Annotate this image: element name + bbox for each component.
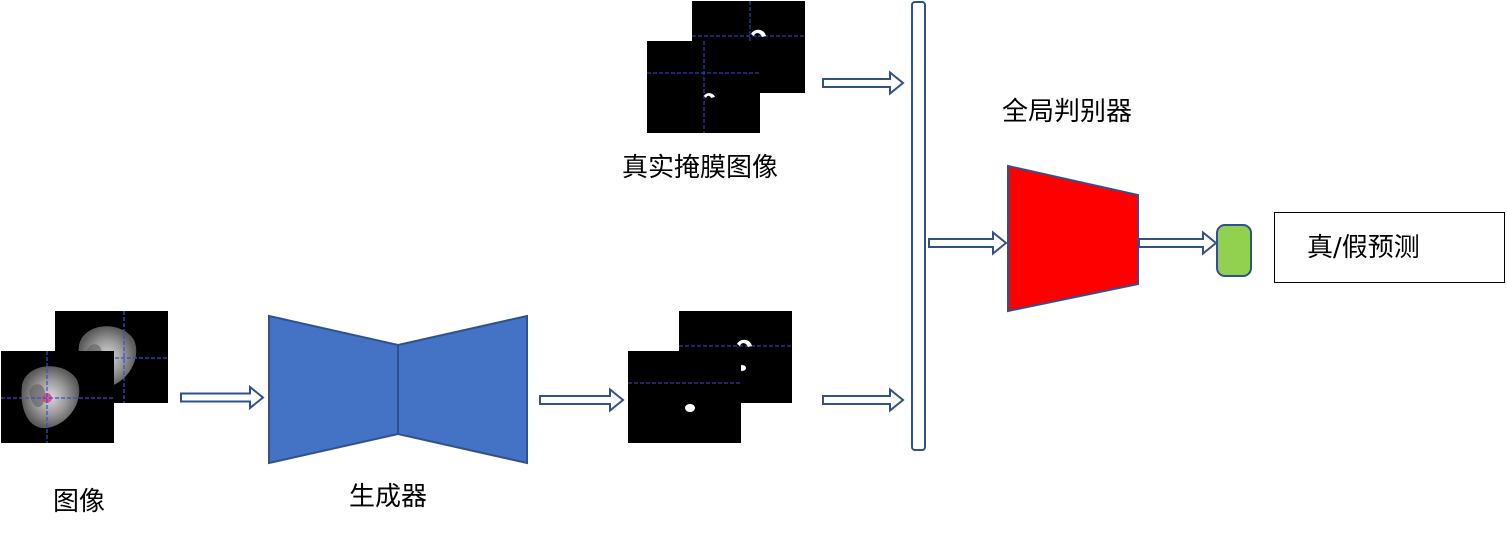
arrow-generated-mask-to-bar <box>822 387 905 413</box>
arrow-input-to-generator <box>180 384 265 411</box>
generator-block <box>268 314 528 465</box>
real-mask-label: 真实掩膜图像 <box>622 153 779 183</box>
generated-mask-front <box>628 351 741 443</box>
arrow-discriminator-to-output <box>1138 230 1218 256</box>
input-image-front <box>1 351 114 443</box>
discriminator-label: 全局判别器 <box>1002 97 1133 127</box>
discriminator-shape <box>1007 164 1139 313</box>
input-image-label: 图像 <box>53 487 106 517</box>
real-mask-stack <box>647 1 805 133</box>
generator-label: 生成器 <box>349 482 428 512</box>
arrow-real-mask-to-bar <box>822 70 905 96</box>
arrow-generator-to-mask <box>539 387 625 413</box>
output-node <box>1216 224 1252 277</box>
arrow-bar-to-discriminator <box>928 230 1008 256</box>
combiner-bar <box>911 1 926 451</box>
prediction-label: 真/假预测 <box>1307 233 1420 263</box>
input-image-stack <box>1 311 168 443</box>
generated-mask-stack <box>628 311 792 443</box>
prediction-box: 真/假预测 <box>1274 212 1505 283</box>
real-mask-front <box>647 41 760 133</box>
